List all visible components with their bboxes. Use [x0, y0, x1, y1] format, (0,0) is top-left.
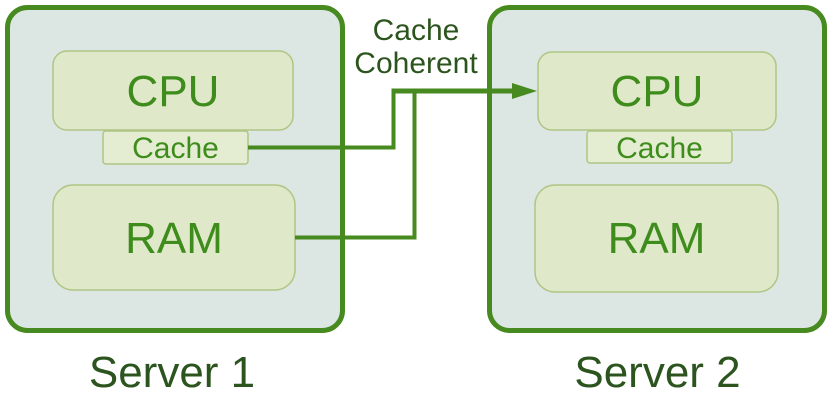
cache-connector-line: [248, 91, 396, 150]
server-2-cpu-box: [537, 51, 777, 131]
arrowhead-icon: [512, 83, 537, 99]
connectors-group: [248, 83, 537, 240]
connection-label-line2: Coherent: [354, 47, 478, 80]
server-1-label: Server 1: [89, 348, 255, 397]
connection-label-group: Cache Coherent: [354, 14, 478, 80]
server-2-group: CPU Cache RAM Server 2: [487, 5, 827, 397]
server-2-cache-label: Cache: [616, 132, 703, 165]
server-2-ram-box: [534, 184, 779, 293]
server-1-cpu-box: [52, 50, 294, 131]
server-2-cpu-label: CPU: [611, 67, 704, 116]
ram-connector-line: [295, 91, 417, 240]
server-1-cache-label: Cache: [132, 132, 219, 165]
server-2-ram-label: RAM: [608, 214, 706, 263]
server-1-group: CPU Cache RAM Server 1: [5, 5, 345, 397]
server-1-ram-label: RAM: [125, 214, 223, 263]
server-2-label: Server 2: [574, 348, 740, 397]
server-2-cache-box: [586, 130, 733, 164]
server-1-cpu-label: CPU: [127, 67, 220, 116]
connection-label-line1: Cache: [373, 14, 460, 47]
